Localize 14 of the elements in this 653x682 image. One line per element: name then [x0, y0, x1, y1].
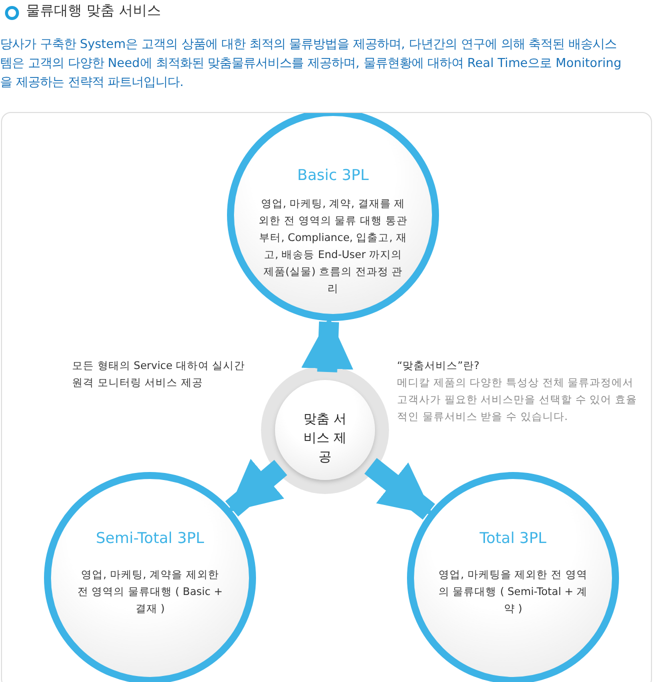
arrow: [225, 458, 288, 517]
circle-label: 맞춤 서비스 제공: [302, 411, 348, 467]
section-title: 물류대행 맞춤 서비스: [26, 2, 161, 20]
circle-title: Semi-Total 3PL: [94, 529, 206, 547]
circle-text: 영업, 마케팅을 제외한 전 영역의 물류대행 ( Semi-Total + 계약 ): [438, 568, 588, 617]
note-text: 모든 형태의 Service 대하여 실시간 원격 모니터링 서비스 제공: [72, 359, 246, 391]
circle-text: 영업, 마케팅, 계약, 결재를 제외한 전 영역의 물류 대행 통관부터, Compliance, 입출고, 재고, 배송등 End-User 까지의 제품(실물) 흐름의 전과정 관리: [258, 197, 408, 297]
circle-title: Total 3PL: [478, 529, 548, 547]
note-text: 메디칼 제품의 다양한 특성상 전체 물류과정에서 고객사가 필요한 서비스만을 선택할 수 있어 효율적인 물류서비스 받을 수 있습니다.: [397, 376, 638, 425]
circle-text: 영업, 마케팅, 계약을 제외한 전 영역의 물류대행 ( Basic + 결재 ): [76, 568, 224, 617]
intro-paragraph: 당사가 구축한 System은 고객의 상품에 대한 최적의 물류방법을 제공하며, 다년간의 연구에 의해 축적된 배송시스템은 고객의 다양한 Need에 최적화된 맞춤물류서비스를 제공하며, 물류현황에 대하여 Real Time으로 Monitoring을 제공하는 전략적 파트너입니다.: [0, 36, 622, 91]
note-heading: “맞춤서비스”란?: [397, 359, 480, 374]
circle-title: Basic 3PL: [296, 166, 370, 184]
arrow: [364, 458, 436, 520]
